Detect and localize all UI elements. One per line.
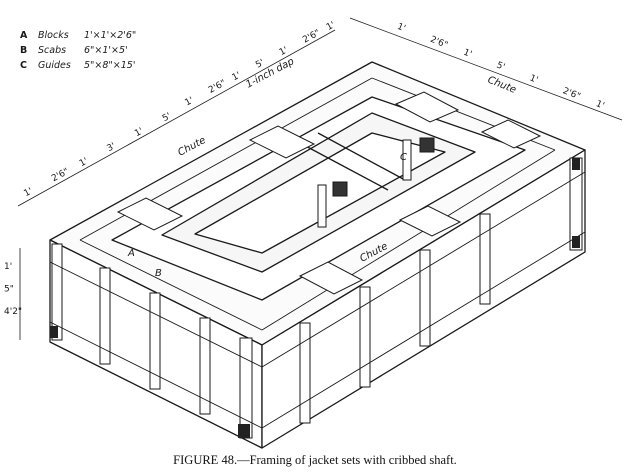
- dimension-label: 1': [78, 156, 90, 169]
- dimension-label: 1': [23, 186, 35, 199]
- post-block: [479, 213, 491, 305]
- post-block: [149, 292, 161, 390]
- legend-row: A Blocks 1'×1'×2'6": [20, 30, 136, 41]
- legend-name: Scabs: [38, 45, 67, 56]
- dimension-line-right: [349, 17, 623, 121]
- post-block: [51, 243, 63, 341]
- legend-size: 6"×1'×5': [84, 45, 128, 56]
- part-c-label: C: [400, 152, 407, 163]
- post-block: [99, 267, 111, 365]
- post-block: [199, 317, 211, 415]
- legend-row: B Scabs 6"×1'×5': [20, 45, 128, 56]
- dimension-label: 1': [4, 262, 12, 272]
- corner-plate: [50, 326, 58, 338]
- dimension-label: 5": [4, 285, 14, 295]
- legend-row: C Guides 5"×8"×15': [20, 60, 135, 71]
- figure-caption: FIGURE 48.—Framing of jacket sets with c…: [173, 453, 457, 467]
- dimension-label: 5': [495, 61, 506, 73]
- dimension-label: 5': [161, 111, 173, 124]
- dimension-label: 1': [231, 71, 243, 84]
- dimensions-height: 1' 5" 4'2": [4, 262, 22, 317]
- post-block: [239, 337, 253, 439]
- legend-name: Blocks: [38, 30, 69, 41]
- dimension-label: 1': [184, 96, 196, 109]
- corner-plate: [238, 424, 250, 438]
- dimension-label: 2'6": [207, 78, 228, 95]
- legend-letter: C: [20, 60, 27, 71]
- post-block: [419, 249, 431, 347]
- guide-c: [402, 139, 412, 181]
- corner-plate: [572, 236, 580, 248]
- post-block: [299, 322, 311, 424]
- dimension-line-left: [17, 29, 336, 207]
- chute-label-right: Chute: [486, 75, 518, 96]
- dimension-label: 2'6": [50, 167, 71, 184]
- legend-letter: B: [20, 45, 28, 56]
- dimension-label: 1': [395, 22, 406, 34]
- legend-size: 5"×8"×15': [84, 60, 136, 71]
- dimension-label: 4'2": [4, 307, 22, 317]
- post-block: [359, 286, 371, 388]
- dimension-label: 5': [254, 58, 266, 71]
- dimension-label: 1': [528, 73, 539, 85]
- dimension-label: 2'6": [561, 86, 582, 102]
- legend-size: 1'×1'×2'6": [84, 30, 137, 41]
- dap-label: 1-inch dap: [244, 56, 296, 91]
- dimension-label: 1': [133, 126, 145, 139]
- shaft-divider: [317, 132, 406, 181]
- corner-plate: [572, 158, 580, 170]
- part-a-label: A: [127, 248, 135, 259]
- dimension-label: 3': [106, 141, 118, 154]
- legend-name: Guides: [38, 60, 71, 71]
- dimension-label: 1': [462, 48, 473, 60]
- dimension-label: 1': [594, 99, 605, 111]
- dimension-label: 1': [325, 20, 337, 33]
- guide-c: [317, 184, 327, 228]
- dimension-label: 1': [278, 45, 290, 58]
- legend-letter: A: [20, 30, 28, 41]
- part-b-label: B: [155, 268, 162, 279]
